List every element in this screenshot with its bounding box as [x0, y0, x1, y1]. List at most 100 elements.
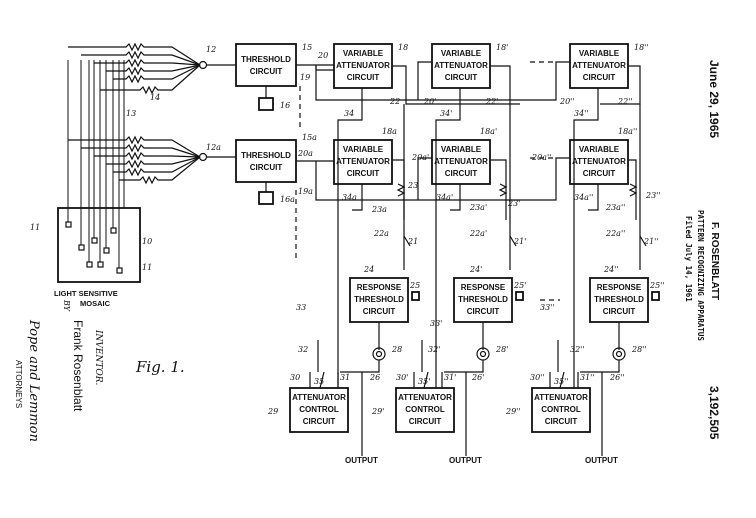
svg-text:THRESHOLD: THRESHOLD	[458, 295, 508, 304]
svg-text:26: 26	[369, 373, 380, 382]
svg-text:25'': 25''	[649, 281, 665, 290]
svg-text:26': 26'	[471, 373, 484, 382]
svg-text:VARIABLE: VARIABLE	[441, 145, 482, 154]
svg-text:CIRCUIT: CIRCUIT	[363, 307, 396, 316]
svg-text:CIRCUIT: CIRCUIT	[409, 417, 442, 426]
resistor-bank-lower	[68, 135, 236, 185]
svg-text:RESPONSE: RESPONSE	[597, 283, 642, 292]
svg-text:11: 11	[142, 263, 152, 272]
patent-header: June 29, 1965 F. ROSENBLATT PATTERN RECO…	[684, 60, 721, 440]
svg-text:CONTROL: CONTROL	[405, 405, 445, 414]
svg-text:30'': 30''	[530, 373, 545, 382]
svg-text:ATTENUATOR: ATTENUATOR	[434, 61, 488, 70]
patent-title: PATTERN RECOGNIZING APPARATUS	[696, 210, 705, 341]
svg-text:13: 13	[126, 109, 136, 118]
output-label-1: OUTPUT	[345, 456, 378, 465]
svg-text:29': 29'	[371, 407, 384, 416]
response-threshold-circuits: RESPONSE THRESHOLD CIRCUIT RESPONSE THRESHO…	[340, 277, 660, 456]
svg-text:VARIABLE: VARIABLE	[579, 49, 620, 58]
svg-text:33: 33	[296, 303, 306, 312]
svg-text:30': 30'	[396, 373, 408, 382]
svg-text:21'': 21''	[643, 237, 659, 246]
svg-text:33': 33'	[430, 319, 442, 328]
svg-text:CIRCUIT: CIRCUIT	[347, 73, 380, 82]
threshold-circuit-lower: THRESHOLD CIRCUIT	[235, 139, 297, 205]
svg-text:19a: 19a	[298, 187, 313, 196]
svg-text:18a: 18a	[382, 127, 397, 136]
svg-text:29'': 29''	[505, 407, 521, 416]
svg-text:18a'': 18a''	[618, 127, 637, 136]
patent-date: June 29, 1965	[707, 60, 721, 138]
svg-text:20: 20	[317, 51, 328, 60]
svg-text:30: 30	[290, 373, 300, 382]
svg-text:28: 28	[391, 345, 402, 354]
attorneys-signature: Pope and Lemmon	[26, 319, 41, 442]
figure-label: Fig. 1.	[135, 358, 185, 376]
svg-text:VARIABLE: VARIABLE	[343, 145, 384, 154]
inventor-block: INVENTOR. Frank Rosenblatt BY Pope and L…	[14, 299, 103, 442]
output-label-3: OUTPUT	[585, 456, 618, 465]
svg-text:ATTENUATOR: ATTENUATOR	[534, 393, 588, 402]
svg-text:35': 35'	[418, 377, 430, 386]
svg-text:18'': 18''	[634, 43, 649, 52]
svg-text:CIRCUIT: CIRCUIT	[445, 73, 478, 82]
svg-text:ATTENUATOR: ATTENUATOR	[336, 61, 390, 70]
svg-text:19: 19	[300, 73, 310, 82]
svg-text:23a: 23a	[371, 205, 387, 214]
svg-text:22: 22	[389, 97, 400, 106]
svg-text:THRESHOLD: THRESHOLD	[354, 295, 404, 304]
svg-text:CIRCUIT: CIRCUIT	[603, 307, 636, 316]
attenuator-control-circuits: ATTENUATOR CONTROL CIRCUIT ATTENUATOR CONTR…	[289, 340, 591, 433]
svg-text:VARIABLE: VARIABLE	[579, 145, 620, 154]
svg-text:20a': 20a'	[411, 153, 429, 162]
svg-text:ATTENUATOR: ATTENUATOR	[336, 157, 390, 166]
svg-text:24: 24	[363, 265, 374, 274]
svg-text:22a'': 22a''	[605, 229, 625, 238]
svg-text:CIRCUIT: CIRCUIT	[583, 73, 616, 82]
svg-text:RESPONSE: RESPONSE	[461, 283, 506, 292]
svg-text:CIRCUIT: CIRCUIT	[545, 417, 578, 426]
svg-text:23a': 23a'	[469, 203, 487, 212]
svg-text:VARIABLE: VARIABLE	[343, 49, 384, 58]
reference-numerals: 11 10 11 12 12a 13 14 15 15a 16 16a 18 1…	[30, 43, 665, 416]
svg-text:16: 16	[280, 101, 290, 110]
svg-text:34'': 34''	[574, 109, 589, 118]
svg-text:34': 34'	[440, 109, 452, 118]
filed-date: Filed July 14, 1961	[684, 216, 693, 302]
svg-text:15: 15	[302, 43, 312, 52]
svg-text:ATTENUATOR: ATTENUATOR	[572, 61, 626, 70]
svg-text:10: 10	[142, 237, 152, 246]
svg-text:20a'': 20a''	[531, 153, 551, 162]
svg-text:35'': 35''	[554, 377, 569, 386]
svg-text:CIRCUIT: CIRCUIT	[467, 307, 500, 316]
svg-text:15a: 15a	[302, 133, 317, 142]
svg-text:23': 23'	[507, 199, 520, 208]
svg-text:THRESHOLD: THRESHOLD	[594, 295, 644, 304]
signal-buses	[295, 61, 647, 411]
svg-text:21: 21	[407, 237, 418, 246]
svg-text:34a: 34a	[342, 193, 357, 202]
svg-text:20'': 20''	[559, 97, 575, 106]
svg-text:20': 20'	[423, 97, 436, 106]
variable-attenuators: VARIABLE ATTENUATOR CIRCUIT VARIABLE ATTENU…	[333, 43, 629, 185]
threshold-label-lower-2: CIRCUIT	[250, 163, 283, 172]
svg-text:ATTENUATOR: ATTENUATOR	[572, 157, 626, 166]
patentee: F. ROSENBLATT	[709, 222, 720, 300]
svg-text:CIRCUIT: CIRCUIT	[347, 169, 380, 178]
svg-text:ATTORNEYS: ATTORNEYS	[14, 360, 23, 408]
svg-text:ATTENUATOR: ATTENUATOR	[292, 393, 346, 402]
svg-text:22a: 22a	[373, 229, 389, 238]
svg-text:21': 21'	[513, 237, 526, 246]
svg-text:23'': 23''	[645, 191, 661, 200]
svg-text:INVENTOR.: INVENTOR.	[93, 329, 103, 386]
threshold-label-upper-2: CIRCUIT	[250, 67, 283, 76]
svg-text:31: 31	[340, 373, 350, 382]
patent-number: 3,192,505	[707, 386, 721, 440]
svg-text:CONTROL: CONTROL	[299, 405, 339, 414]
svg-text:23: 23	[407, 181, 418, 190]
threshold-label-lower-1: THRESHOLD	[241, 151, 291, 160]
svg-text:ATTENUATOR: ATTENUATOR	[398, 393, 452, 402]
svg-text:26'': 26''	[609, 373, 625, 382]
svg-text:31': 31'	[444, 373, 456, 382]
